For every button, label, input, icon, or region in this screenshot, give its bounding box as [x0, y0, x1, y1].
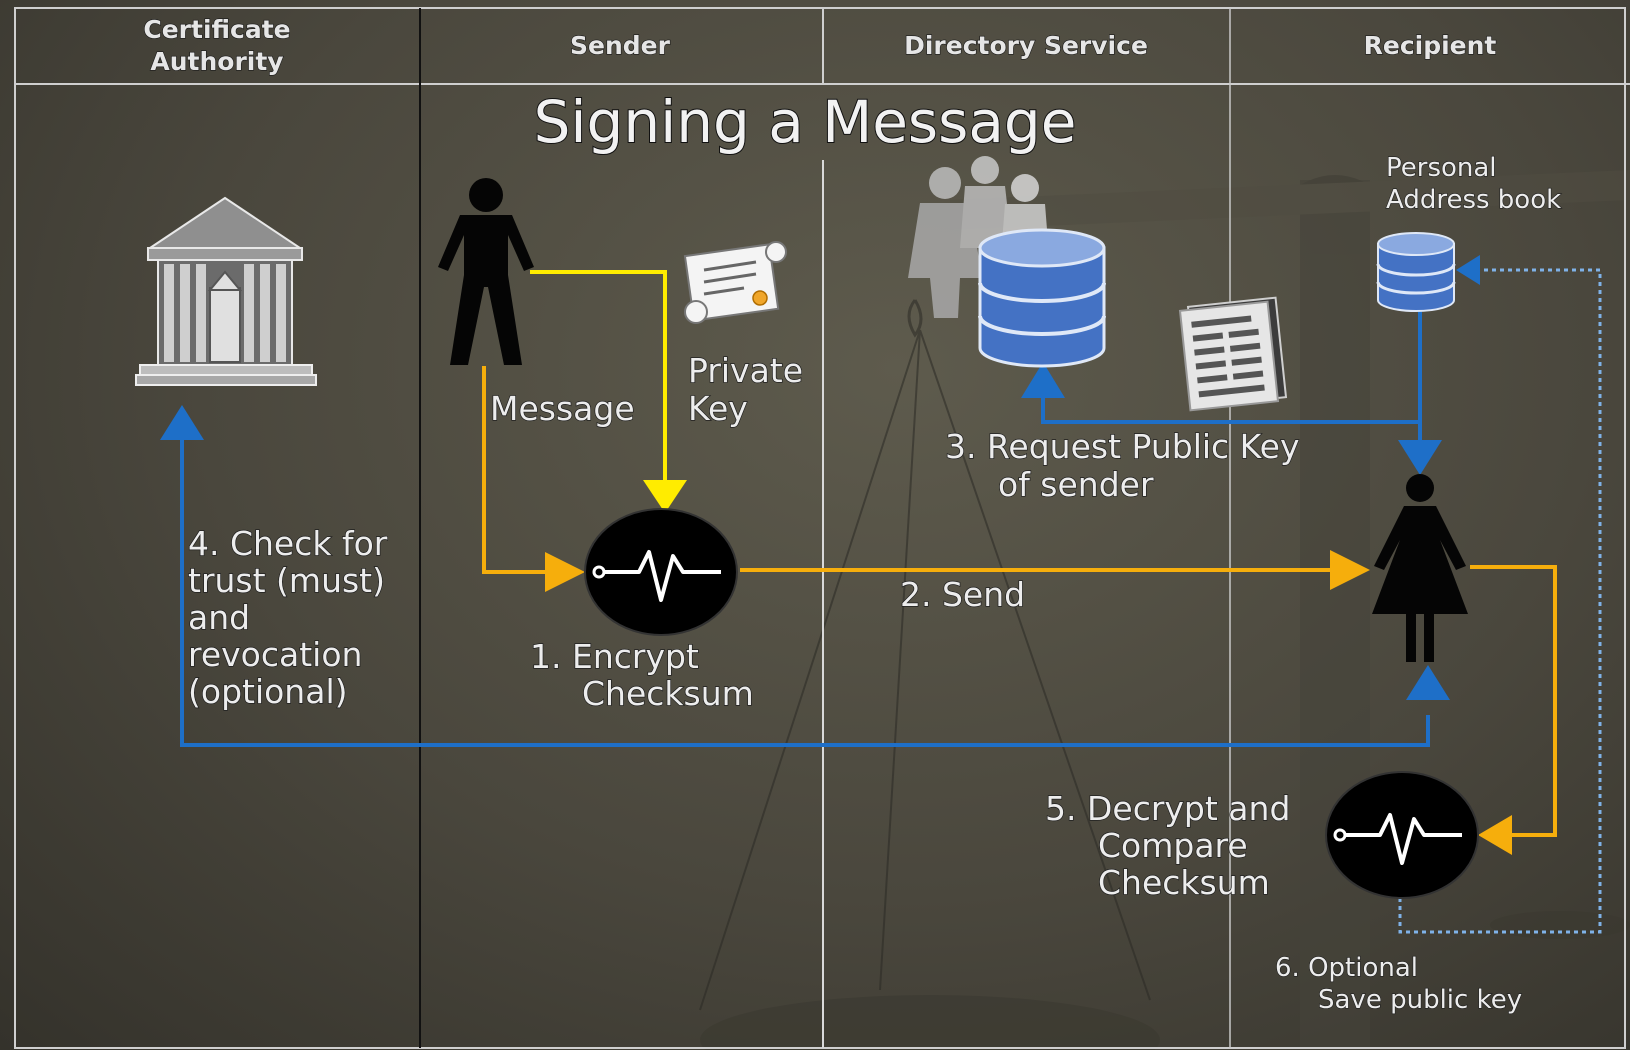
save-key-dotted-arrow — [1398, 268, 1602, 934]
personal-address-book-database-icon — [1376, 232, 1456, 312]
arrowhead-to-directory — [1021, 362, 1065, 398]
private-key-arrow — [530, 270, 667, 480]
message-arrow — [482, 366, 545, 574]
step2-label: 2. Send — [900, 575, 1025, 614]
personal-ab-label-line2: Address book — [1386, 185, 1561, 215]
diagram-title: Signing a Message — [534, 88, 1077, 156]
address-book-icon — [1178, 296, 1288, 412]
step4-label-line3: and — [188, 598, 250, 637]
lane-header-sender: Sender — [570, 31, 671, 60]
checksum-icon — [584, 508, 738, 636]
step4-label-line5: (optional) — [188, 672, 348, 711]
arrowhead-to-ca — [160, 405, 204, 440]
step5-label-line1: 5. Decrypt and — [1045, 789, 1290, 828]
arrowhead-message-to-encrypt — [545, 552, 585, 592]
step3-label-line1: 3. Request Public Key — [945, 427, 1300, 466]
bank-building-icon — [135, 196, 317, 386]
step4-label-line1: 4. Check for — [188, 524, 388, 563]
private-key-label-line1: Private — [688, 351, 803, 390]
man-icon — [438, 178, 534, 365]
lane-header-ca-line1: Certificate — [143, 15, 290, 44]
lane-header-directory: Directory Service — [904, 31, 1148, 60]
swimlane-grid — [14, 7, 1630, 1049]
arrowhead-to-encrypt — [643, 480, 687, 513]
step6-label-line2: Save public key — [1318, 985, 1522, 1015]
recipient-to-decrypt-arrow — [1470, 565, 1557, 837]
arrowhead-up-to-recipient — [1406, 665, 1450, 700]
step5-label-line2: Compare — [1098, 826, 1248, 865]
step5-label-line3: Checksum — [1098, 863, 1270, 902]
step3-label-line2: of sender — [998, 465, 1154, 504]
arrowhead-to-decrypt — [1478, 815, 1512, 855]
step1-label-line2: Checksum — [582, 674, 754, 713]
checksum-icon-recipient — [1325, 771, 1479, 899]
lane-header-ca-line2: Authority — [150, 47, 283, 76]
step4-label-line4: revocation — [188, 635, 362, 674]
woman-icon — [1372, 474, 1468, 662]
request-key-arrow — [1041, 398, 1420, 424]
step4-label-line2: trust (must) — [188, 561, 385, 600]
check-trust-arrow — [180, 440, 1430, 747]
database-icon — [978, 228, 1106, 368]
step1-label-line1: 1. Encrypt — [530, 637, 699, 676]
arrowhead-to-address-book — [1456, 255, 1480, 285]
arrowhead-send — [1330, 550, 1370, 590]
certificate-scroll-icon — [683, 241, 787, 324]
personal-ab-label-line1: Personal — [1386, 153, 1497, 183]
private-key-label-line2: Key — [688, 389, 748, 428]
arrowhead-down-to-recipient — [1398, 440, 1442, 475]
lane-header-recipient: Recipient — [1364, 31, 1497, 60]
message-label: Message — [490, 389, 635, 428]
step6-label-line1: 6. Optional — [1275, 953, 1418, 983]
scale-background-icon — [699, 170, 1630, 1050]
